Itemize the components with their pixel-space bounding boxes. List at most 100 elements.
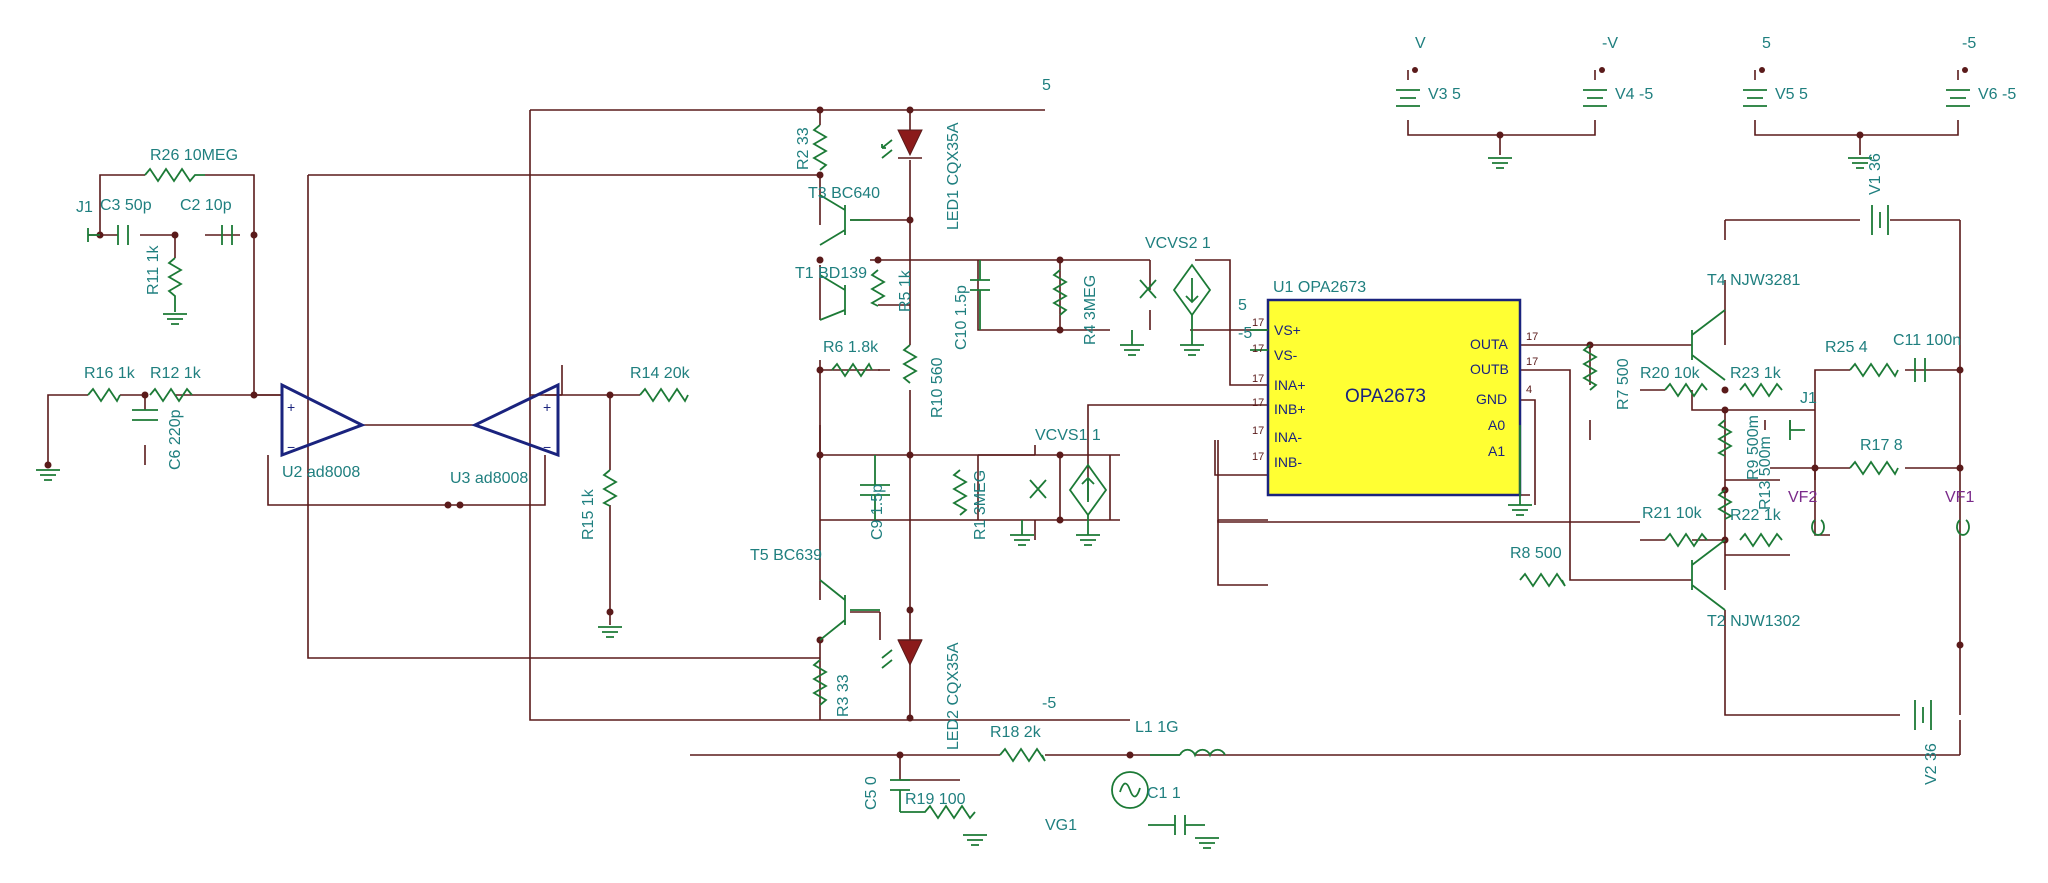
resistor-r10 [902,344,918,384]
vcvs-vcvs2 [1172,263,1212,317]
resistor-r13 [1717,489,1733,520]
resistor-r9 [1717,419,1733,457]
label-j1: J1 [76,199,93,216]
inductor-l1 [1150,748,1226,758]
pin-number: 17 [1252,373,1264,385]
resistor-r25 [1849,362,1899,378]
label-r21: R21 10k [1642,505,1703,522]
probe-vf1 [1956,519,1970,536]
label-r19: R19 100 [905,791,966,808]
label-vg1: VG1 [1045,817,1077,834]
probe-vf2 [1811,519,1825,536]
ground-v3v4 [1488,157,1512,169]
label-r25: R25 4 [1825,339,1868,356]
opamp-u3 [471,382,560,458]
label-r15: R15 1k [580,488,597,540]
label-c5: C5 0 [863,776,880,810]
label-led1: LED1 CQX35A [945,122,962,230]
capacitor-c1 [1148,815,1205,835]
capacitor-c2 [221,225,233,245]
label-r13: R13 500m [1757,436,1774,510]
resistor-r11 [167,257,183,312]
label-c2: C2 10p [180,197,232,214]
components [36,89,1970,849]
label-c1: C1 1 [1147,785,1181,802]
source-vg1 [1111,771,1149,809]
resistor-r12 [149,387,193,403]
label-r10: R10 560 [929,357,946,418]
label-r3: R3 33 [835,674,852,717]
pin-a1: A1 [1488,443,1505,459]
pin-number: 17 [1252,343,1264,355]
resistor-r21 [1664,532,1708,548]
label-r5: R5 1k [897,269,914,312]
label-l1: L1 1G [1135,719,1179,736]
ground-u1 [1508,425,1532,516]
label-vcvs1: VCVS1 1 [1035,427,1101,444]
battery-v3 [1396,89,1420,107]
pin-number: 17 [1526,356,1538,368]
capacitor-c6 [132,409,158,421]
resistor-r7 [1582,344,1598,391]
label-r9: R9 500m [1745,415,1762,480]
label-vf2: VF2 [1788,489,1817,506]
resistor-r3 [812,659,828,706]
label-t4: T4 NJW3281 [1707,272,1800,289]
label-r2: R2 33 [795,127,812,170]
junction-dots [44,67,1968,759]
label-v3: V3 5 [1428,86,1461,103]
pin-number: 17 [1252,425,1264,437]
label-vf1: VF1 [1945,489,1974,506]
label-r6: R6 1.8k [823,339,879,356]
u1-pin-labels: VS+ VS- INA+ INB+ INA- INB- OUTA OUTB GN… [1274,322,1509,470]
resistor-r19 [900,804,976,820]
opamp-signs: + − + − [287,399,551,455]
jack-j1-out [1789,420,1805,440]
pin-a0: A0 [1488,417,1505,433]
capacitor-c11 [1914,358,1926,382]
resistor-r1 [952,469,968,516]
probe-labels: VF1 VF2 [1788,489,1974,506]
label-r18: R18 2k [990,724,1042,741]
pin-inb-plus: INB+ [1274,401,1306,417]
net-label-5-u1: 5 [1238,297,1247,314]
net-label-v: V [1415,35,1426,52]
capacitor-c10 [970,260,990,330]
label-r1: R1 3MEG [972,470,989,540]
capacitor-c3 [117,225,129,245]
ic-u1 [1266,298,1522,497]
label-c6: C6 220p [167,409,184,470]
battery-v2 [1914,700,1932,730]
label-r4: R4 3MEG [1082,275,1099,345]
label-j1-out: J1 [1800,390,1817,407]
label-vcvs2: VCVS2 1 [1145,235,1211,252]
ground-left [36,469,60,481]
resistor-r5 [870,269,886,307]
pin-outb: OUTB [1470,361,1509,377]
label-r11: R11 1k [145,244,162,295]
label-c9: C9 1.5p [869,484,886,540]
pin-numbers: 17 17 17 17 17 17 17 17 4 [1252,317,1538,463]
net-label-minus5-top-right: -5 [1962,35,1976,52]
net-label-minus5-u1: -5 [1238,325,1252,342]
resistor-r2 [812,124,828,171]
resistor-r15 [602,469,618,507]
label-r17: R17 8 [1860,437,1903,454]
pin-inb-minus: INB- [1274,454,1302,470]
pin-number: 17 [1526,331,1538,343]
resistor-r4 [1052,269,1068,316]
net-label-5-top: 5 [1042,77,1051,94]
transistor-t5 [819,579,880,641]
label-r12: R12 1k [150,365,202,382]
component-labels: J1 C3 50p C2 10p R26 10MEG R11 1k R16 1k… [76,35,2016,834]
label-u1-body: OPA2673 [1345,386,1426,407]
ground-vcvs2 [1180,315,1204,356]
pin-number: 17 [1252,451,1264,463]
net-label-minus-v: -V [1602,35,1618,52]
battery-v1 [1871,205,1889,235]
label-v6: V6 -5 [1978,86,2016,103]
label-r8: R8 500 [1510,545,1562,562]
label-r22: R22 1k [1730,507,1782,524]
battery-v5 [1743,89,1767,107]
resistor-r23 [1739,382,1783,398]
